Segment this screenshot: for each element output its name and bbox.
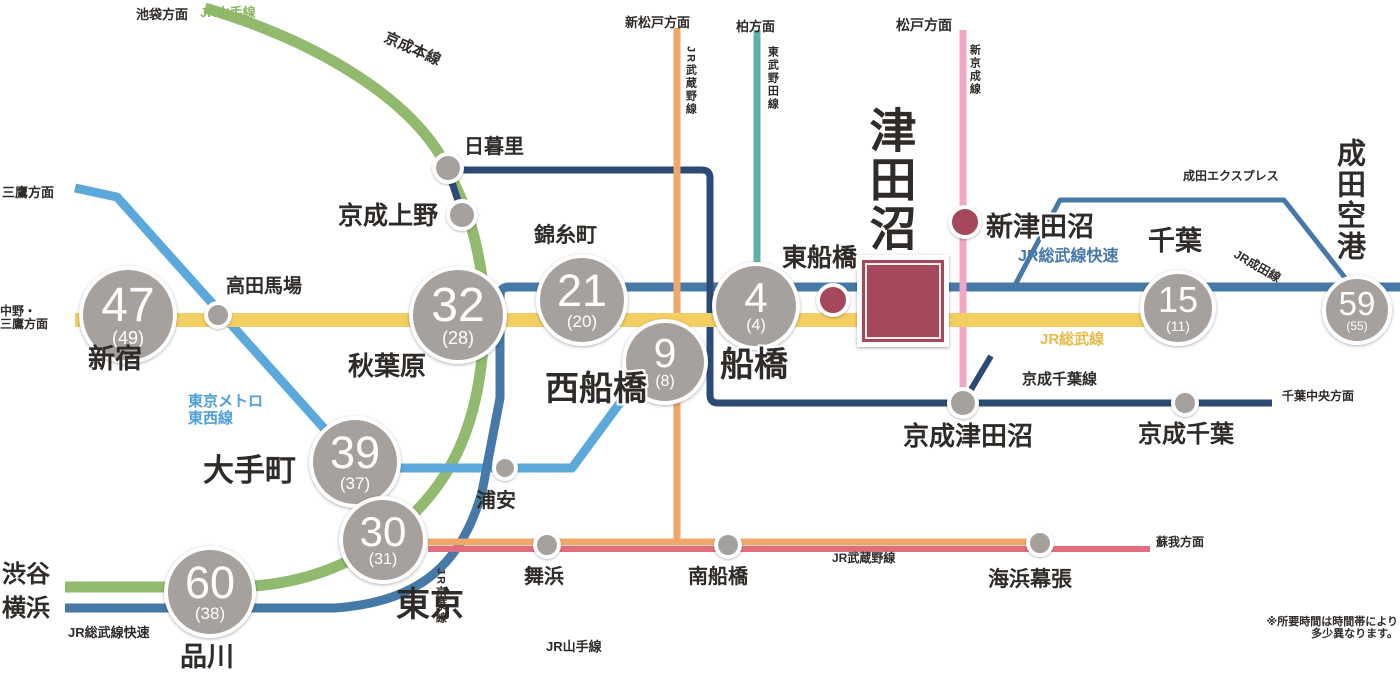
time-minutes-alt: (8) [655, 372, 675, 390]
time-minutes-alt: (37) [339, 474, 371, 494]
label-narita-express-label: 成田エクスプレス [1183, 169, 1279, 183]
time-circle-tc-shinagawa: 60(38) [164, 546, 256, 638]
label-jr-sobu-rapid-label-right: JR総武線快速 [1018, 248, 1119, 265]
tsudanuma-square [857, 255, 949, 347]
label-keisei-ueno-label: 京成上野 [338, 202, 439, 230]
label-higashi-funabashi-label: 東船橋 [782, 244, 858, 272]
label-takadanobaba-label: 高田馬場 [226, 276, 303, 297]
label-shinjuku-label: 新宿 [88, 344, 142, 374]
station-dot-maihama [533, 531, 561, 559]
time-circle-tc-tokyo: 30(31) [339, 496, 427, 584]
label-kaihin-makuhari-label: 海浜幕張 [988, 568, 1072, 591]
station-dot-keisei-ueno [446, 199, 478, 231]
time-minutes: 60 [184, 556, 236, 608]
label-ikebukuro-direction: 池袋方面 [136, 7, 189, 22]
station-dot-urayasu [492, 455, 518, 481]
sobu-rapid-line [65, 282, 1400, 613]
tsudanuma-square-inner-border [865, 263, 941, 339]
time-minutes-alt: (20) [566, 312, 598, 332]
label-otemachi-label: 大手町 [203, 453, 296, 488]
label-nakano-mitaka-direction: 中野・ 三鷹方面 [0, 304, 49, 332]
time-circle-tc-kinshicho: 21(20) [536, 254, 628, 346]
label-time-note: ※所要時間は時間帯により 多少異なります。 [1266, 616, 1398, 641]
time-minutes: 9 [653, 330, 677, 377]
label-keisei-tsudanuma-label: 京成津田沼 [903, 421, 1034, 451]
station-dot-keisei-tsudanuma [947, 387, 979, 419]
label-jr-sobu-local-label: JR総武線 [1040, 331, 1105, 348]
label-jr-keiyo-line-label-left: JR京葉線 [434, 568, 447, 626]
station-dot-shin-tsudanuma [948, 205, 982, 239]
time-circle-tc-nishi-funabashi: 9(8) [622, 319, 708, 405]
label-chiba-chuo-direction: 千葉中央方面 [1282, 389, 1355, 403]
label-shibuya-label: 渋谷 [2, 561, 50, 588]
station-dot-kaihin-makuhari [1026, 529, 1054, 557]
time-minutes: 32 [431, 278, 485, 332]
label-urayasu-label: 浦安 [476, 490, 516, 512]
label-jr-sobu-rapid-label-left: JR総武線快速 [68, 625, 150, 640]
label-jr-musashino-label-top: JR武蔵野線 [684, 46, 697, 117]
label-mitaka-direction: 三鷹方面 [2, 185, 55, 200]
time-minutes: 39 [329, 426, 381, 478]
label-narita-airport-label: 成田空港 [1332, 138, 1365, 262]
label-shin-matsudo-direction: 新松戸方面 [625, 15, 691, 30]
label-kinshicho-label: 錦糸町 [534, 224, 597, 247]
time-minutes: 15 [1157, 279, 1199, 321]
time-circle-tc-chiba: 15(11) [1140, 270, 1216, 346]
time-minutes: 21 [556, 264, 608, 316]
label-soga-direction: 蘇我方面 [1156, 535, 1205, 549]
time-minutes-alt: (31) [368, 551, 398, 569]
label-keisei-chiba-line-label: 京成千葉線 [1022, 371, 1098, 388]
time-circle-tc-funabashi: 4(4) [712, 262, 800, 350]
time-minutes-alt: (28) [441, 328, 474, 349]
time-minutes: 47 [101, 278, 155, 332]
label-shinagawa-label: 品川 [180, 642, 234, 672]
label-shin-keisei-line-label: 新京成線 [968, 44, 981, 96]
label-shin-tsudanuma-label: 新津田沼 [986, 212, 1094, 242]
keisei-main-line [448, 166, 1272, 407]
label-tozai-line-label: 東京メトロ 東西線 [188, 393, 264, 427]
station-dot-nippori [432, 152, 464, 184]
label-chiba-label: 千葉 [1148, 226, 1202, 256]
time-minutes-alt: (38) [194, 604, 226, 624]
station-dot-higashi-funabashi [816, 283, 850, 317]
label-tokyo-label: 東京 [396, 586, 464, 624]
label-nishi-funabashi-label: 西船橋 [545, 370, 647, 408]
time-minutes: 30 [359, 507, 407, 555]
time-circle-tc-akihabara: 32(28) [409, 266, 507, 364]
station-dot-minami-funabashi [714, 531, 742, 559]
station-dot-takadanobaba [204, 301, 232, 329]
label-matsudo-direction: 松戸方面 [896, 17, 952, 33]
label-yamanote-line-label-top: JR山手線 [200, 5, 256, 20]
label-keisei-chiba-label: 京成千葉 [1138, 421, 1234, 448]
time-circle-tc-shinjuku: 47(49) [79, 266, 177, 364]
label-kashiwa-direction: 柏方面 [736, 19, 776, 34]
time-circle-tc-otemachi: 39(37) [309, 416, 401, 508]
label-funabashi-label: 船橋 [720, 346, 788, 384]
label-jr-yamanote-label-bottom: JR山手線 [546, 639, 602, 654]
time-minutes: 4 [744, 273, 768, 321]
time-minutes: 59 [1338, 284, 1376, 322]
label-minami-funabashi-label: 南船橋 [688, 566, 748, 588]
station-dot-keisei-chiba [1171, 389, 1199, 417]
label-tsudanuma-label: 津田沼 [862, 106, 916, 253]
label-jr-musashino-label-bottom: JR武蔵野線 [832, 551, 896, 565]
label-akihabara-label: 秋葉原 [348, 351, 427, 381]
label-yokohama-label: 横浜 [2, 595, 50, 622]
label-tobu-noda-line-label: 東武野田線 [766, 46, 779, 111]
time-minutes-alt: (49) [111, 328, 144, 349]
time-minutes-alt: (55) [1346, 319, 1368, 334]
time-minutes-alt: (11) [1166, 317, 1190, 334]
time-circle-tc-narita-airport: 59(55) [1322, 275, 1392, 345]
time-minutes-alt: (4) [746, 317, 766, 335]
label-nippori-label: 日暮里 [464, 136, 524, 158]
label-maihama-label: 舞浜 [524, 566, 564, 588]
sobu-rapid-airport-bypass [1011, 197, 1359, 295]
